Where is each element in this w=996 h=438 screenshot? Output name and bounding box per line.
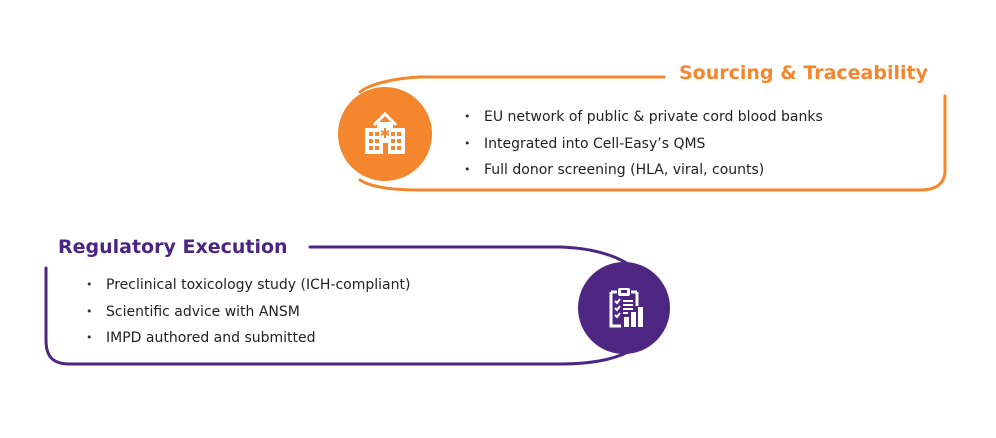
sourcing-bullet-list: EU network of public & private cord bloo… [464,104,823,184]
regulatory-title: Regulatory Execution [58,236,288,258]
sourcing-title: Sourcing & Traceability [679,62,928,84]
list-item: Scientific advice with ANSM [86,299,410,326]
sourcing-icon-badge [338,87,432,181]
list-item: EU network of public & private cord bloo… [464,104,823,131]
list-item: Integrated into Cell-Easy’s QMS [464,131,823,158]
list-item: Full donor screening (HLA, viral, counts… [464,157,823,184]
list-item: IMPD authored and submitted [86,325,410,352]
list-item: Preclinical toxicology study (ICH-compli… [86,272,410,299]
hospital-building-icon [365,111,405,154]
clipboard-checklist-chart-icon [609,288,643,328]
regulatory-frame-line [44,245,630,366]
sourcing-frame-line [358,75,947,192]
regulatory-icon-badge [578,262,670,354]
regulatory-bullet-list: Preclinical toxicology study (ICH-compli… [86,272,410,352]
